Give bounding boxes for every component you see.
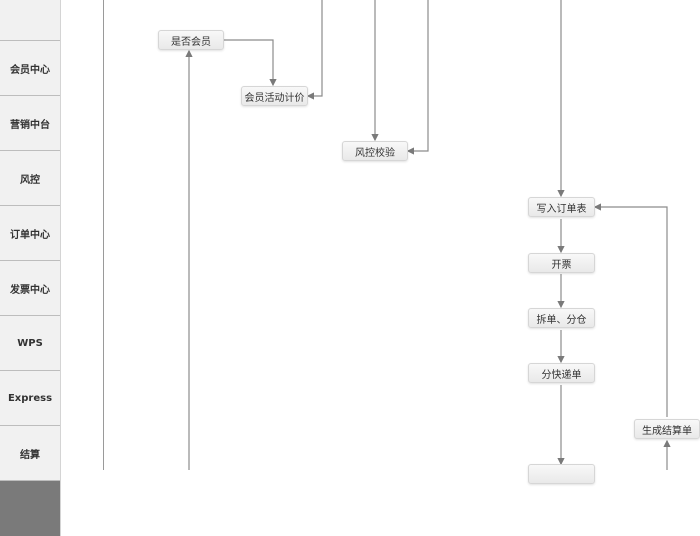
lane-bottom bbox=[0, 481, 60, 536]
arrow-to-pricing-right bbox=[306, 0, 323, 100]
node-write-order[interactable]: 写入订单表 bbox=[528, 197, 595, 217]
node-split-order[interactable]: 拆单、分仓 bbox=[528, 308, 595, 328]
lane-invoice-center: 发票中心 bbox=[0, 261, 60, 316]
node-member-pricing[interactable]: 会员活动计价 bbox=[241, 86, 308, 106]
lane-top bbox=[0, 0, 60, 41]
node-generate-settlement[interactable]: 生成结算单 bbox=[634, 419, 700, 439]
lane-express: Express bbox=[0, 371, 60, 426]
node-bottom-partial[interactable] bbox=[528, 464, 595, 484]
arrow-member-to-pricing bbox=[224, 39, 277, 87]
connector-lines bbox=[185, 0, 671, 470]
swimlane-sidebar: 会员中心 营销中台 风控 订单中心 发票中心 WPS Express 结算 bbox=[0, 0, 61, 536]
node-invoice[interactable]: 开票 bbox=[528, 253, 595, 273]
lane-marketing: 营销中台 bbox=[0, 96, 60, 151]
lane-wps: WPS bbox=[0, 316, 60, 371]
lane-member-center: 会员中心 bbox=[0, 41, 60, 96]
arrow-settlement-to-order bbox=[593, 203, 668, 417]
node-risk-check[interactable]: 风控校验 bbox=[342, 141, 408, 161]
lane-divider-line bbox=[103, 0, 104, 470]
node-split-express[interactable]: 分快递单 bbox=[528, 363, 595, 383]
arrow-to-risk-check-right bbox=[406, 0, 429, 155]
lane-order-center: 订单中心 bbox=[0, 206, 60, 261]
node-is-member[interactable]: 是否会员 bbox=[158, 30, 224, 50]
lane-risk-control: 风控 bbox=[0, 151, 60, 206]
